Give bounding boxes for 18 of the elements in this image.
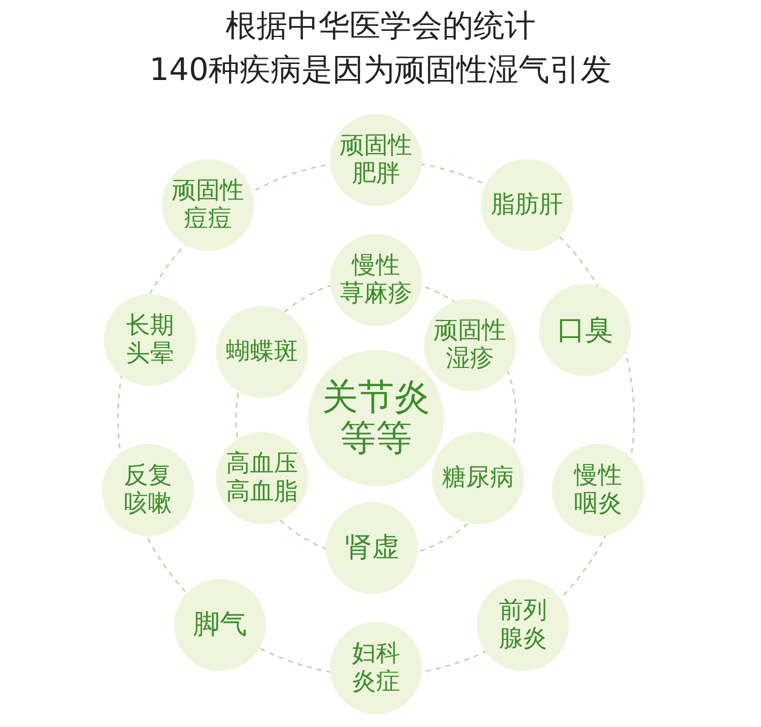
title: 根据中华医学会的统计140种疾病是因为顽固性湿气引发 <box>148 7 613 90</box>
disease-label: 顽固性肥胖 <box>340 132 412 188</box>
disease-label: 糖尿病 <box>442 464 514 492</box>
disease-label: 肾虚 <box>345 532 399 564</box>
disease-label: 脂肪肝 <box>491 191 563 219</box>
disease-label: 长期头晕 <box>126 312 174 368</box>
disease-label: 反复咳嗽 <box>124 462 172 518</box>
disease-label: 顽固性湿疹 <box>434 317 506 373</box>
disease-label: 口臭 <box>557 314 613 346</box>
disease-label: 脚气 <box>193 609 247 641</box>
disease-label: 顽固性痘痘 <box>172 177 244 233</box>
disease-label: 妇科炎症 <box>352 640 400 696</box>
disease-label: 关节炎等等 <box>322 376 430 460</box>
disease-label: 蝴蝶斑 <box>226 338 298 366</box>
disease-label: 高血压高血脂 <box>226 450 298 506</box>
disease-label: 慢性咽炎 <box>574 462 622 518</box>
disease-label: 前列腺炎 <box>499 597 547 653</box>
disease-label: 慢性荨麻疹 <box>340 252 412 308</box>
